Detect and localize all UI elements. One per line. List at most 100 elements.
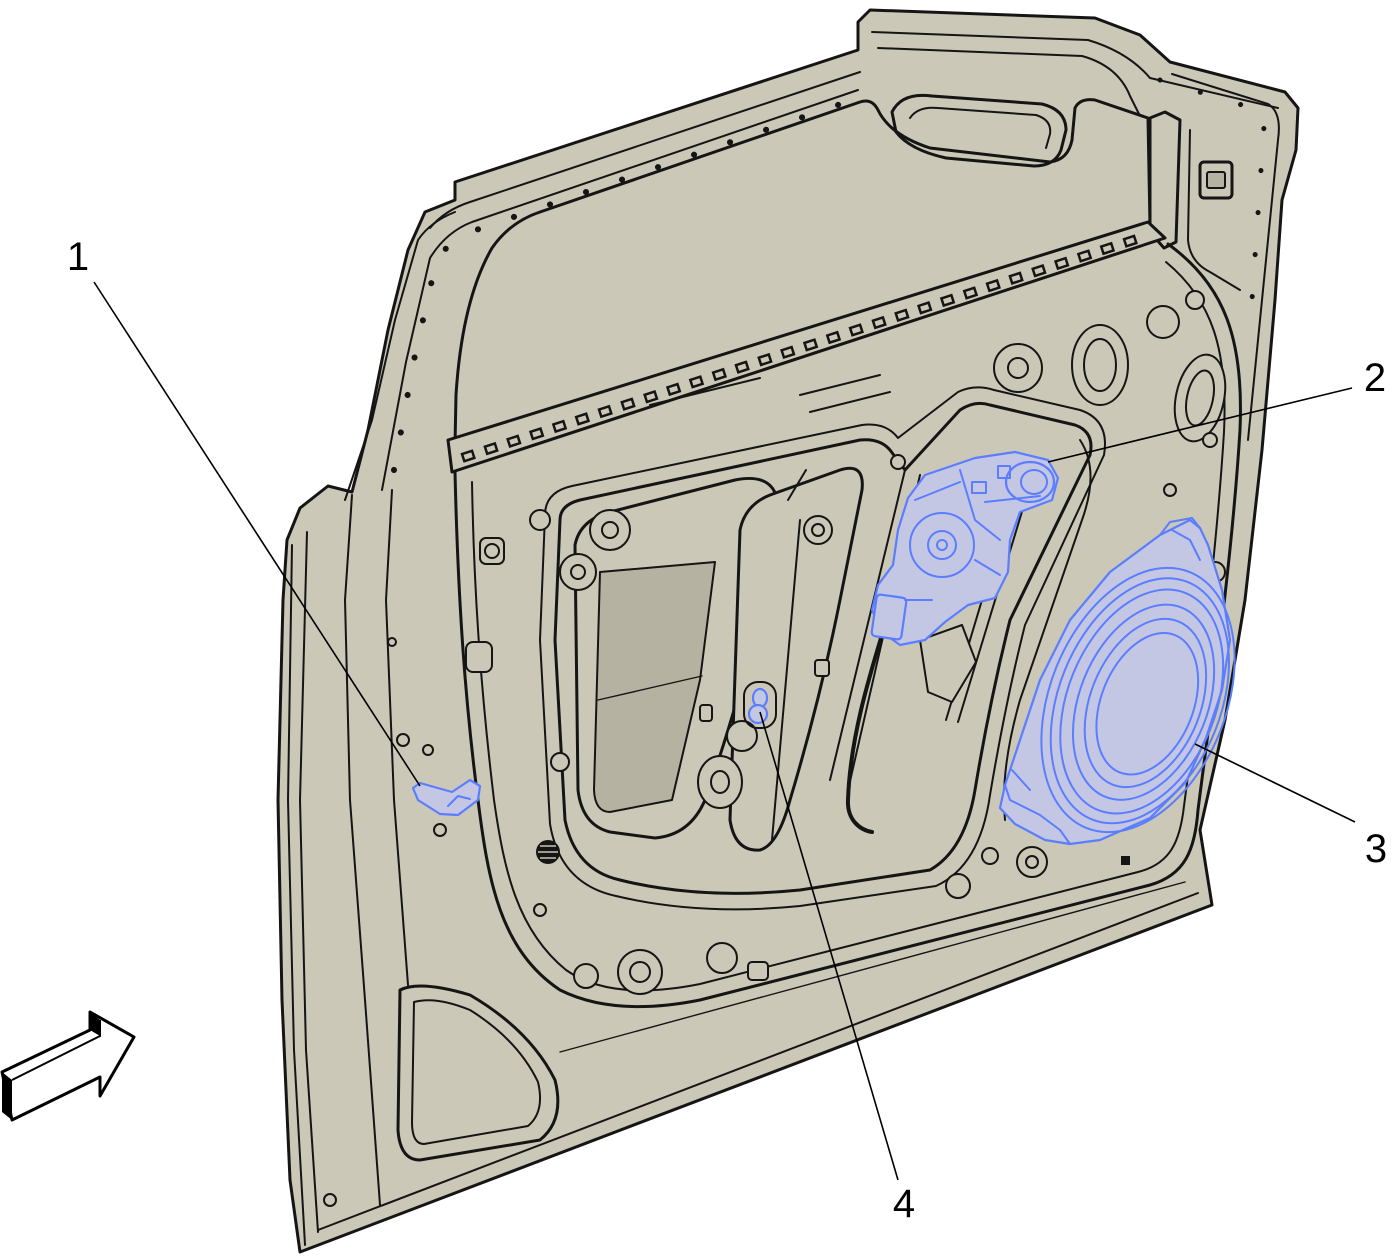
mounting-hole [1163, 483, 1177, 497]
arrow-outline [0, 1010, 136, 1122]
mounting-hole [1185, 290, 1205, 310]
mounting-hole [529, 509, 551, 531]
hinge-face-line [344, 494, 381, 1206]
speaker-upper-bracket [1159, 517, 1201, 561]
mounting-hole [699, 704, 713, 722]
mounting-hole [323, 1193, 337, 1207]
mounting-hole [945, 873, 971, 899]
mounting-hole [747, 961, 769, 981]
drain-slot [1121, 856, 1130, 865]
arrow-tail-shadow [2, 1072, 12, 1120]
frame-top-tab-line [871, 31, 1279, 109]
front-direction-arrow-icon [0, 1010, 136, 1122]
leader-line-3 [1194, 743, 1356, 823]
regulator-motor-end-cap [1020, 469, 1048, 495]
component-2-window-regulator-motor [870, 450, 1060, 647]
mounting-hole [387, 637, 397, 647]
interior-crease-line [597, 675, 703, 701]
door-latch-inner [1206, 171, 1226, 189]
lifter-plate-bolt [890, 454, 906, 470]
speaker-lower-bracket [1004, 769, 1071, 845]
inner-panel [396, 242, 1242, 1162]
mounting-hole [550, 752, 570, 772]
regulator-cable [845, 623, 887, 834]
mounting-hole [981, 847, 999, 865]
lower-drain-pocket [396, 984, 560, 1162]
mounting-hole [533, 903, 547, 917]
regulator-lifter-plate [919, 624, 977, 703]
harness-grommet-ribs [538, 845, 558, 859]
lower-drain-pocket-inner [411, 999, 541, 1145]
speaker-surround-ring [1049, 577, 1230, 825]
component-1-bracket [411, 778, 482, 817]
regulator-gear-housing [909, 512, 975, 578]
callout-1-label: 1 [67, 235, 89, 279]
callout-4-label: 4 [893, 1182, 915, 1226]
mirror-mount-inner-line [909, 106, 1052, 149]
mounting-hole [1007, 357, 1029, 379]
speaker-outer-ring [1040, 566, 1236, 834]
window-regulator-rails [829, 454, 1025, 834]
mounting-hole [710, 770, 730, 794]
front-edge-line [287, 544, 306, 1246]
main-access-recess-offset [539, 386, 1106, 911]
clip-base [747, 703, 769, 725]
hinge-face-inner-line [385, 489, 409, 986]
speaker-cone-ring [1071, 603, 1216, 801]
component-3-speaker [998, 517, 1236, 846]
bracket-fold-line [447, 795, 471, 807]
mounting-hole [433, 823, 447, 837]
upper-stamping-line [649, 374, 891, 413]
frame-rear-line [1171, 73, 1280, 441]
inner-panel-contour-offset [471, 261, 1226, 992]
inner-panel-contour [453, 242, 1242, 1009]
regulator-housing-ribs [904, 469, 1041, 601]
front-edge-inner-line [299, 531, 319, 1233]
mounting-hole [484, 543, 500, 559]
center-rib-line [771, 469, 807, 841]
frame-inner-rail-line [381, 89, 859, 491]
mounting-hole [573, 963, 599, 989]
mounting-hole [1185, 369, 1215, 427]
mounting-hole [814, 659, 830, 677]
mounting-hole [465, 641, 493, 673]
arrow-edge-line [11, 1020, 101, 1081]
speaker-cone-inner-ring [1083, 617, 1208, 789]
regulator-mount-tab [997, 465, 1011, 479]
bottom-lip-line [317, 892, 1199, 1231]
regulator-gear-shaft [936, 539, 948, 551]
lower-rib-line [559, 881, 1186, 1053]
arrow-head-shadow [90, 1012, 100, 1036]
mounting-hole [629, 961, 651, 983]
frame-a-pillar-line [344, 211, 456, 501]
window-frame [344, 31, 1280, 501]
mounting-hole [811, 523, 825, 537]
speaker-cone [1040, 566, 1236, 834]
hinge-flange [287, 489, 1199, 1246]
regulator-gear-hub [927, 530, 957, 560]
callout-2-label: 2 [1364, 356, 1386, 400]
mounting-hole [396, 733, 410, 747]
mounting-hole [1146, 305, 1180, 339]
regulator-motor-housing [870, 450, 1060, 647]
window-opening [453, 98, 1152, 447]
frame-top-inner-line [877, 47, 1143, 121]
speaker-dust-cap-ring [1095, 632, 1200, 776]
callout-3-label: 3 [1365, 827, 1387, 871]
mounting-hole [1083, 338, 1117, 392]
leader-line-1 [93, 281, 421, 787]
regulator-mount-tab [971, 481, 987, 494]
mounting-hole [706, 942, 738, 974]
lock-pillar-line [1187, 129, 1241, 291]
speaker-surround-inner-ring [1059, 588, 1225, 815]
mounting-hole [422, 744, 434, 756]
main-access-recess [553, 401, 1093, 895]
mounting-hole [1025, 855, 1039, 869]
center-access-hole [728, 466, 864, 852]
mirror-mount-recess [890, 93, 1068, 168]
mounting-hole [570, 564, 586, 580]
leader-line-2 [1047, 387, 1353, 463]
leader-line-4 [759, 711, 899, 1181]
mounting-hole [601, 521, 619, 539]
